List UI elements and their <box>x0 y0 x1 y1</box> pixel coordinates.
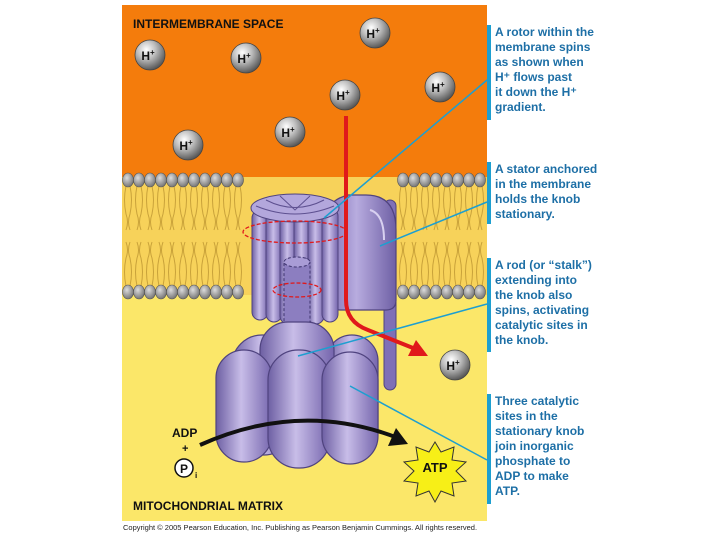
proton-label: H+ <box>237 51 251 66</box>
callout-line: holds the knob <box>495 192 581 206</box>
proton-label: H+ <box>336 88 350 103</box>
atp-label: ATP <box>422 460 447 475</box>
intermembrane-space-label: INTERMEMBRANE SPACE <box>133 17 283 31</box>
proton-label: H+ <box>281 125 295 140</box>
proton-path-arrow <box>344 116 428 356</box>
callout-line: phosphate to <box>495 454 571 468</box>
callout-line: the knob. <box>495 333 549 347</box>
proton-ions: H+ H+ H+ H+ H+ H+ H+ H+ <box>134 17 471 381</box>
callout-line: stationary knob <box>495 424 585 438</box>
svg-text:P: P <box>180 462 188 476</box>
callout-line: sites in the <box>495 409 558 423</box>
callout-bracket-stator <box>487 162 491 224</box>
proton-label: H+ <box>366 26 380 41</box>
catalytic-knob <box>215 321 379 469</box>
callout-line: join inorganic <box>495 439 574 453</box>
plus-sign: + <box>182 443 188 455</box>
callout-line: Three catalytic <box>495 394 580 408</box>
proton-ion: H+ <box>424 71 456 103</box>
lipid-heads <box>122 172 486 300</box>
mitochondrial-matrix-label: MITOCHONDRIAL MATRIX <box>133 499 283 513</box>
callout-line: as shown when <box>495 55 584 69</box>
proton-ion: H+ <box>329 79 361 111</box>
callout-line: H⁺ flows past <box>495 70 573 84</box>
proton-ion: H+ <box>274 116 306 148</box>
phosphate-symbol: P i <box>174 458 197 480</box>
callout-line: A rod (or “stalk”) <box>495 258 592 272</box>
proton-label: H+ <box>431 80 445 95</box>
proton-ion: H+ <box>134 39 166 71</box>
lipid-tails <box>124 185 484 287</box>
proton-ion: H+ <box>439 349 471 381</box>
atp-starburst: ATP <box>402 441 468 504</box>
callout-line: stationary. <box>495 207 555 221</box>
callout-bracket-knob <box>487 394 491 504</box>
callout-line: the knob also <box>495 288 573 302</box>
proton-label: H+ <box>141 48 155 63</box>
proton-ion: H+ <box>230 42 262 74</box>
callout-line: gradient. <box>495 100 546 114</box>
svg-text:i: i <box>195 471 197 480</box>
callout-bracket-rotor <box>487 25 491 120</box>
callout-line: ATP. <box>495 484 520 498</box>
callout-line: A rotor within the <box>495 25 594 39</box>
callout-line: spins, activating <box>495 303 590 317</box>
callout-leaders <box>297 79 488 461</box>
callout-line: membrane spins <box>495 40 591 54</box>
callout-line: catalytic sites in <box>495 318 588 332</box>
callout-line: ADP to make <box>495 469 569 483</box>
proton-ion: H+ <box>172 129 204 161</box>
synthesis-arrow <box>199 418 408 447</box>
proton-label: H+ <box>446 358 460 373</box>
callout-line: in the membrane <box>495 177 592 191</box>
proton-ion: H+ <box>359 17 391 49</box>
copyright-notice: Copyright © 2005 Pearson Education, Inc.… <box>123 523 478 532</box>
callout-bracket-rod <box>487 258 491 352</box>
callout-line: extending into <box>495 273 577 287</box>
proton-label: H+ <box>179 138 193 153</box>
callout-line: A stator anchored <box>495 162 598 176</box>
callout-line: it down the H⁺ <box>495 85 577 99</box>
adp-label: ADP <box>172 426 197 440</box>
